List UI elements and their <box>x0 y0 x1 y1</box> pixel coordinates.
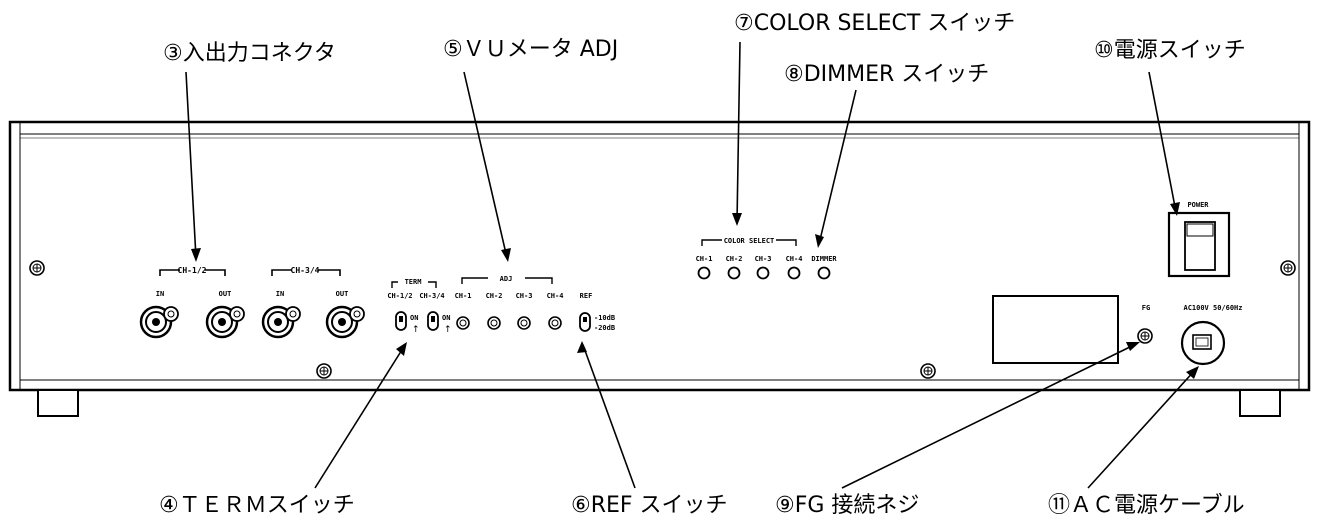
fg-terminal-group: FG <box>1137 304 1153 344</box>
screw-bottom-2 <box>920 363 936 379</box>
color-select-label: COLOR SELECT <box>724 237 775 245</box>
ch12-in-label: IN <box>156 290 164 298</box>
fg-label: FG <box>1142 304 1150 312</box>
adj-knob-ch1[interactable] <box>456 316 470 330</box>
color-button-ch4[interactable] <box>787 266 801 280</box>
color-button-ch3[interactable] <box>756 266 770 280</box>
callout-fg: ⑨FG 接続ネジ <box>775 493 919 518</box>
term-ch34-label: CH-3/4 <box>419 292 444 300</box>
ref-hi-label: -10dB <box>594 314 615 322</box>
leader-lines <box>185 41 1197 489</box>
power-switch-group: POWER <box>1167 201 1231 278</box>
dimmer-button[interactable] <box>817 266 831 280</box>
ac-cable-group: AC100V 50/60Hz <box>1180 304 1243 366</box>
ch34-out-label: OUT <box>336 290 349 298</box>
adj-ch2-label: CH-2 <box>486 292 503 300</box>
callout-term: ④ＴＥＲＭスイッチ <box>159 493 355 518</box>
callout-color-select: ⑦COLOR SELECT スイッチ <box>734 11 1015 36</box>
adj-knob-ch2[interactable] <box>487 316 501 330</box>
ref-lo-label: -20dB <box>594 324 615 332</box>
term-on-1: ON <box>410 314 418 322</box>
callout-dimmer: ⑧DIMMER スイッチ <box>784 62 989 87</box>
color-ch1-label: CH-1 <box>696 255 713 263</box>
adj-ch3-label: CH-3 <box>516 292 533 300</box>
color-button-ch1[interactable] <box>697 266 711 280</box>
ac-label: AC100V 50/60Hz <box>1183 304 1242 312</box>
ch12-out-label: OUT <box>219 290 232 298</box>
adj-ch1-label: CH-1 <box>455 292 472 300</box>
left-foot <box>37 389 79 417</box>
ref-label: REF <box>580 292 593 300</box>
term-label: TERM <box>405 278 422 286</box>
io-connectors-ch34: CH-3/4 IN OUT <box>261 266 366 339</box>
term-ch12-label: CH-1/2 <box>387 292 412 300</box>
power-label: POWER <box>1187 201 1209 209</box>
color-ch4-label: CH-4 <box>786 255 803 263</box>
fg-screw[interactable] <box>1137 328 1153 344</box>
vu-adj-group: ADJ CH-1 CH-2 CH-3 CH-4 <box>455 275 564 330</box>
ref-switch-group: REF -10dB -20dB <box>579 292 615 332</box>
screw-left <box>29 260 45 276</box>
color-ch3-label: CH-3 <box>755 255 772 263</box>
term-arrow-1: ↑ <box>412 325 420 335</box>
ch12-label: CH-1/2 <box>178 266 207 275</box>
term-on-2: ON <box>442 314 450 322</box>
color-ch2-label: CH-2 <box>726 255 743 263</box>
color-select-group: COLOR SELECT CH-1 CH-2 CH-3 CH-4 DIMMER <box>696 237 837 280</box>
ch34-label: CH-3/4 <box>291 266 320 275</box>
dimmer-label: DIMMER <box>811 255 837 263</box>
arrow-heads <box>191 202 1199 379</box>
screw-bottom-1 <box>316 363 332 379</box>
io-connectors-ch12: CH-1/2 IN OUT <box>139 266 246 339</box>
adj-knob-ch3[interactable] <box>517 316 531 330</box>
term-arrow-2: ↑ <box>444 325 452 335</box>
screw-right <box>1280 260 1296 276</box>
adj-ch4-label: CH-4 <box>547 292 564 300</box>
callout-ref: ⑥REF スイッチ <box>571 493 728 518</box>
adj-label: ADJ <box>500 275 513 283</box>
adj-knob-ch4[interactable] <box>548 316 562 330</box>
callout-ac-cable: ⑪ＡＣ電源ケーブル <box>1048 493 1245 518</box>
term-switches: TERM CH-1/2 CH-3/4 ON ↑ ON ↑ <box>387 278 451 335</box>
callout-io-connector: ③入出力コネクタ <box>163 41 336 66</box>
ch34-in-label: IN <box>276 290 284 298</box>
display-window <box>992 295 1119 364</box>
color-button-ch2[interactable] <box>727 266 741 280</box>
right-foot <box>1239 389 1281 417</box>
callout-power: ⑩電源スイッチ <box>1094 38 1246 63</box>
callout-vu-adj: ⑤ＶＵメータ ADJ <box>443 37 618 62</box>
